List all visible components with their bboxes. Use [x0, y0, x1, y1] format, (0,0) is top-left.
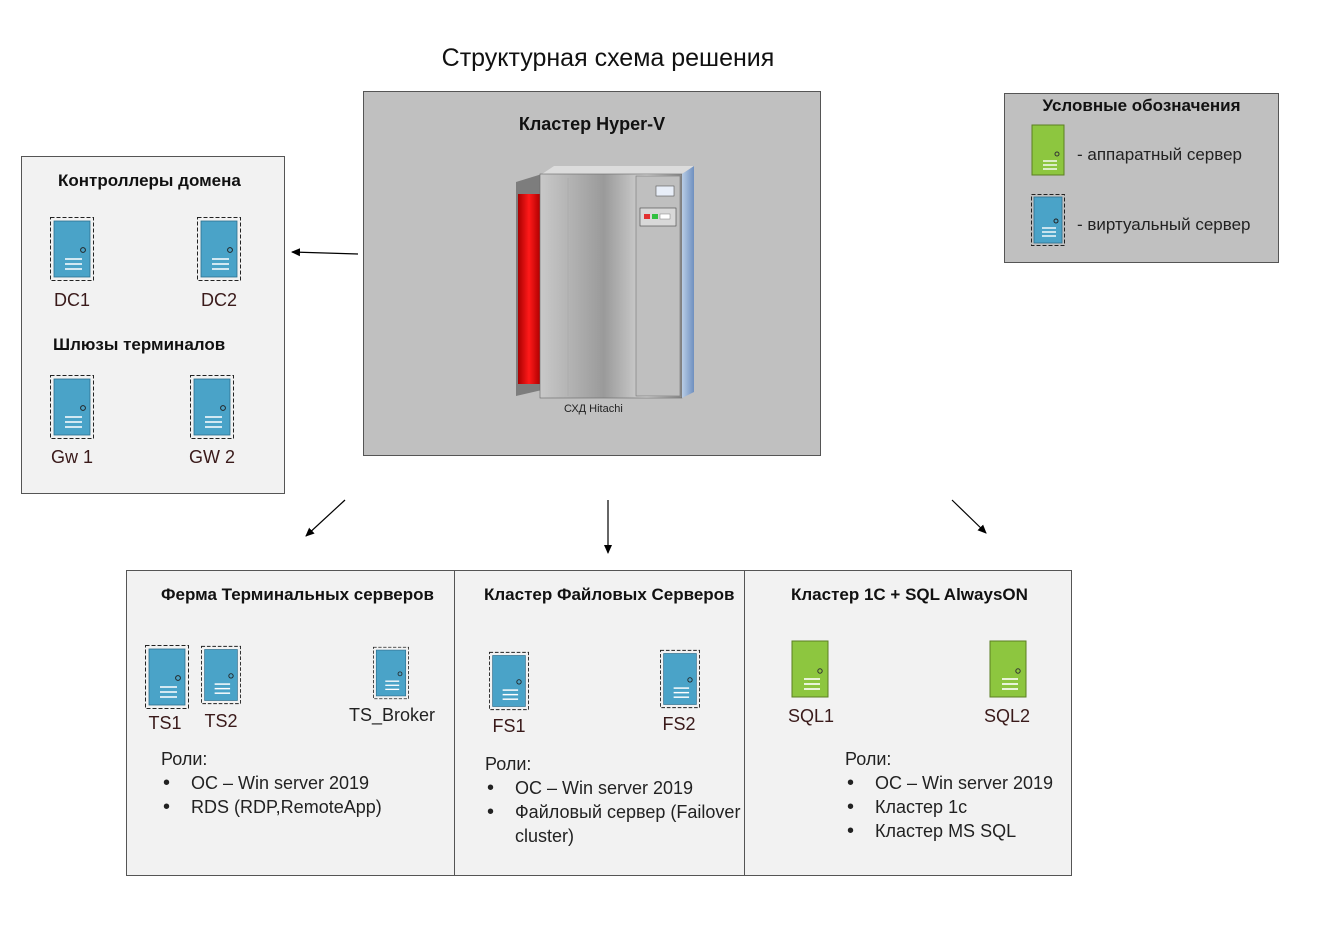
server-label-sql1: SQL1	[787, 706, 835, 726]
role-item: ОС – Win server 2019	[485, 776, 743, 800]
role-item: Кластер 1с	[845, 795, 1071, 819]
hyperv-cluster-title: Кластер Hyper-V	[518, 114, 666, 134]
role-item: RDS (RDP,RemoteApp)	[161, 795, 451, 819]
hardware-server-icon	[989, 640, 1033, 704]
virtual-server-icon	[190, 375, 234, 439]
hardware-server-icon	[791, 640, 835, 704]
server-label-gw1: Gw 1	[50, 447, 93, 467]
arrow-to-terminal-farm	[305, 499, 346, 537]
virtual-server-icon	[660, 649, 704, 713]
role-item: Кластер MS SQL	[845, 819, 1071, 843]
server-label-dc1: DC1	[53, 290, 90, 310]
role-item: ОС – Win server 2019	[845, 771, 1071, 795]
virtual-server-icon	[489, 651, 533, 715]
sql-cluster-roles: Роли: ОС – Win server 2019 Кластер 1с Кл…	[845, 747, 1071, 843]
storage-icon	[512, 164, 698, 404]
server-label-gw2: GW 2	[188, 447, 235, 467]
server-label-ts-broker: TS_Broker	[348, 705, 436, 725]
sql-cluster-title: Кластер 1С + SQL AlwaysON	[791, 585, 1028, 604]
diagram-title: Структурная схема решения	[441, 44, 775, 72]
hardware-server-icon	[1031, 124, 1075, 188]
file-cluster-title: Кластер Файловых Серверов	[484, 585, 735, 604]
virtual-server-icon	[50, 375, 94, 439]
role-item: ОС – Win server 2019	[161, 771, 451, 795]
virtual-server-icon	[201, 645, 245, 709]
virtual-server-icon	[373, 646, 417, 710]
virtual-server-icon	[1031, 194, 1075, 258]
server-label-ts1: TS1	[148, 713, 182, 733]
virtual-server-icon	[197, 217, 241, 281]
file-cluster-panel: Кластер Файловых Серверов FS1 FS2 Роли: …	[454, 570, 745, 876]
terminal-farm-panel: Ферма Терминальных серверов TS1 TS2 TS_B…	[126, 570, 456, 876]
gateways-title: Шлюзы терминалов	[53, 335, 226, 354]
server-label-ts2: TS2	[204, 711, 238, 731]
hyperv-cluster-panel: Кластер Hyper-V	[363, 91, 821, 456]
terminal-farm-roles: Роли: ОС – Win server 2019 RDS (RDP,Remo…	[161, 747, 451, 819]
domain-controllers-title: Контроллеры домена	[58, 171, 241, 190]
domain-controllers-panel: Контроллеры домена DC1 DC2 Шлюзы термина…	[21, 156, 285, 494]
server-label-sql2: SQL2	[983, 706, 1031, 726]
file-cluster-roles: Роли: ОС – Win server 2019 Файловый серв…	[485, 752, 743, 848]
legend-label-virtual: - виртуальный сервер	[1077, 215, 1251, 234]
roles-heading: Роли:	[845, 749, 892, 769]
server-label-fs2: FS2	[662, 714, 696, 734]
virtual-server-icon	[50, 217, 94, 281]
sql-cluster-panel: Кластер 1С + SQL AlwaysON SQL1 SQL2 Роли…	[744, 570, 1072, 876]
server-label-fs1: FS1	[492, 716, 526, 736]
legend-title: Условные обозначения	[1042, 96, 1241, 115]
legend-panel: Условные обозначения - аппаратный сервер…	[1004, 93, 1279, 263]
legend-label-hardware: - аппаратный сервер	[1077, 145, 1243, 164]
roles-heading: Роли:	[161, 749, 208, 769]
arrow-to-domain-controllers	[291, 248, 359, 257]
roles-heading: Роли:	[485, 754, 532, 774]
server-label-dc2: DC2	[200, 290, 237, 310]
virtual-server-icon	[145, 645, 189, 709]
role-item: Файловый сервер (Failover cluster)	[485, 800, 743, 848]
arrow-to-sql-cluster	[951, 499, 987, 534]
terminal-farm-title: Ферма Терминальных серверов	[161, 585, 434, 604]
storage-label: СХД Hitachi	[564, 403, 623, 415]
